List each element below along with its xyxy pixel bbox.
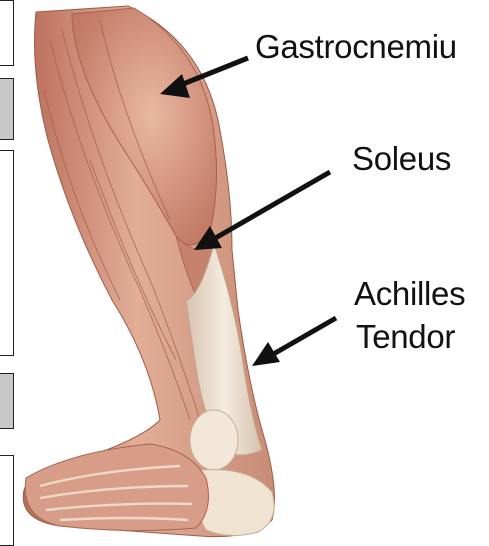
label-gastrocnemius: Gastrocnemiu	[255, 28, 457, 66]
achilles-arrow	[252, 318, 336, 366]
ankle-bone	[190, 410, 238, 470]
label-soleus: Soleus	[352, 140, 451, 178]
label-achilles-line1: Achilles	[354, 275, 465, 313]
label-achilles-line2: Tendor	[356, 318, 455, 356]
